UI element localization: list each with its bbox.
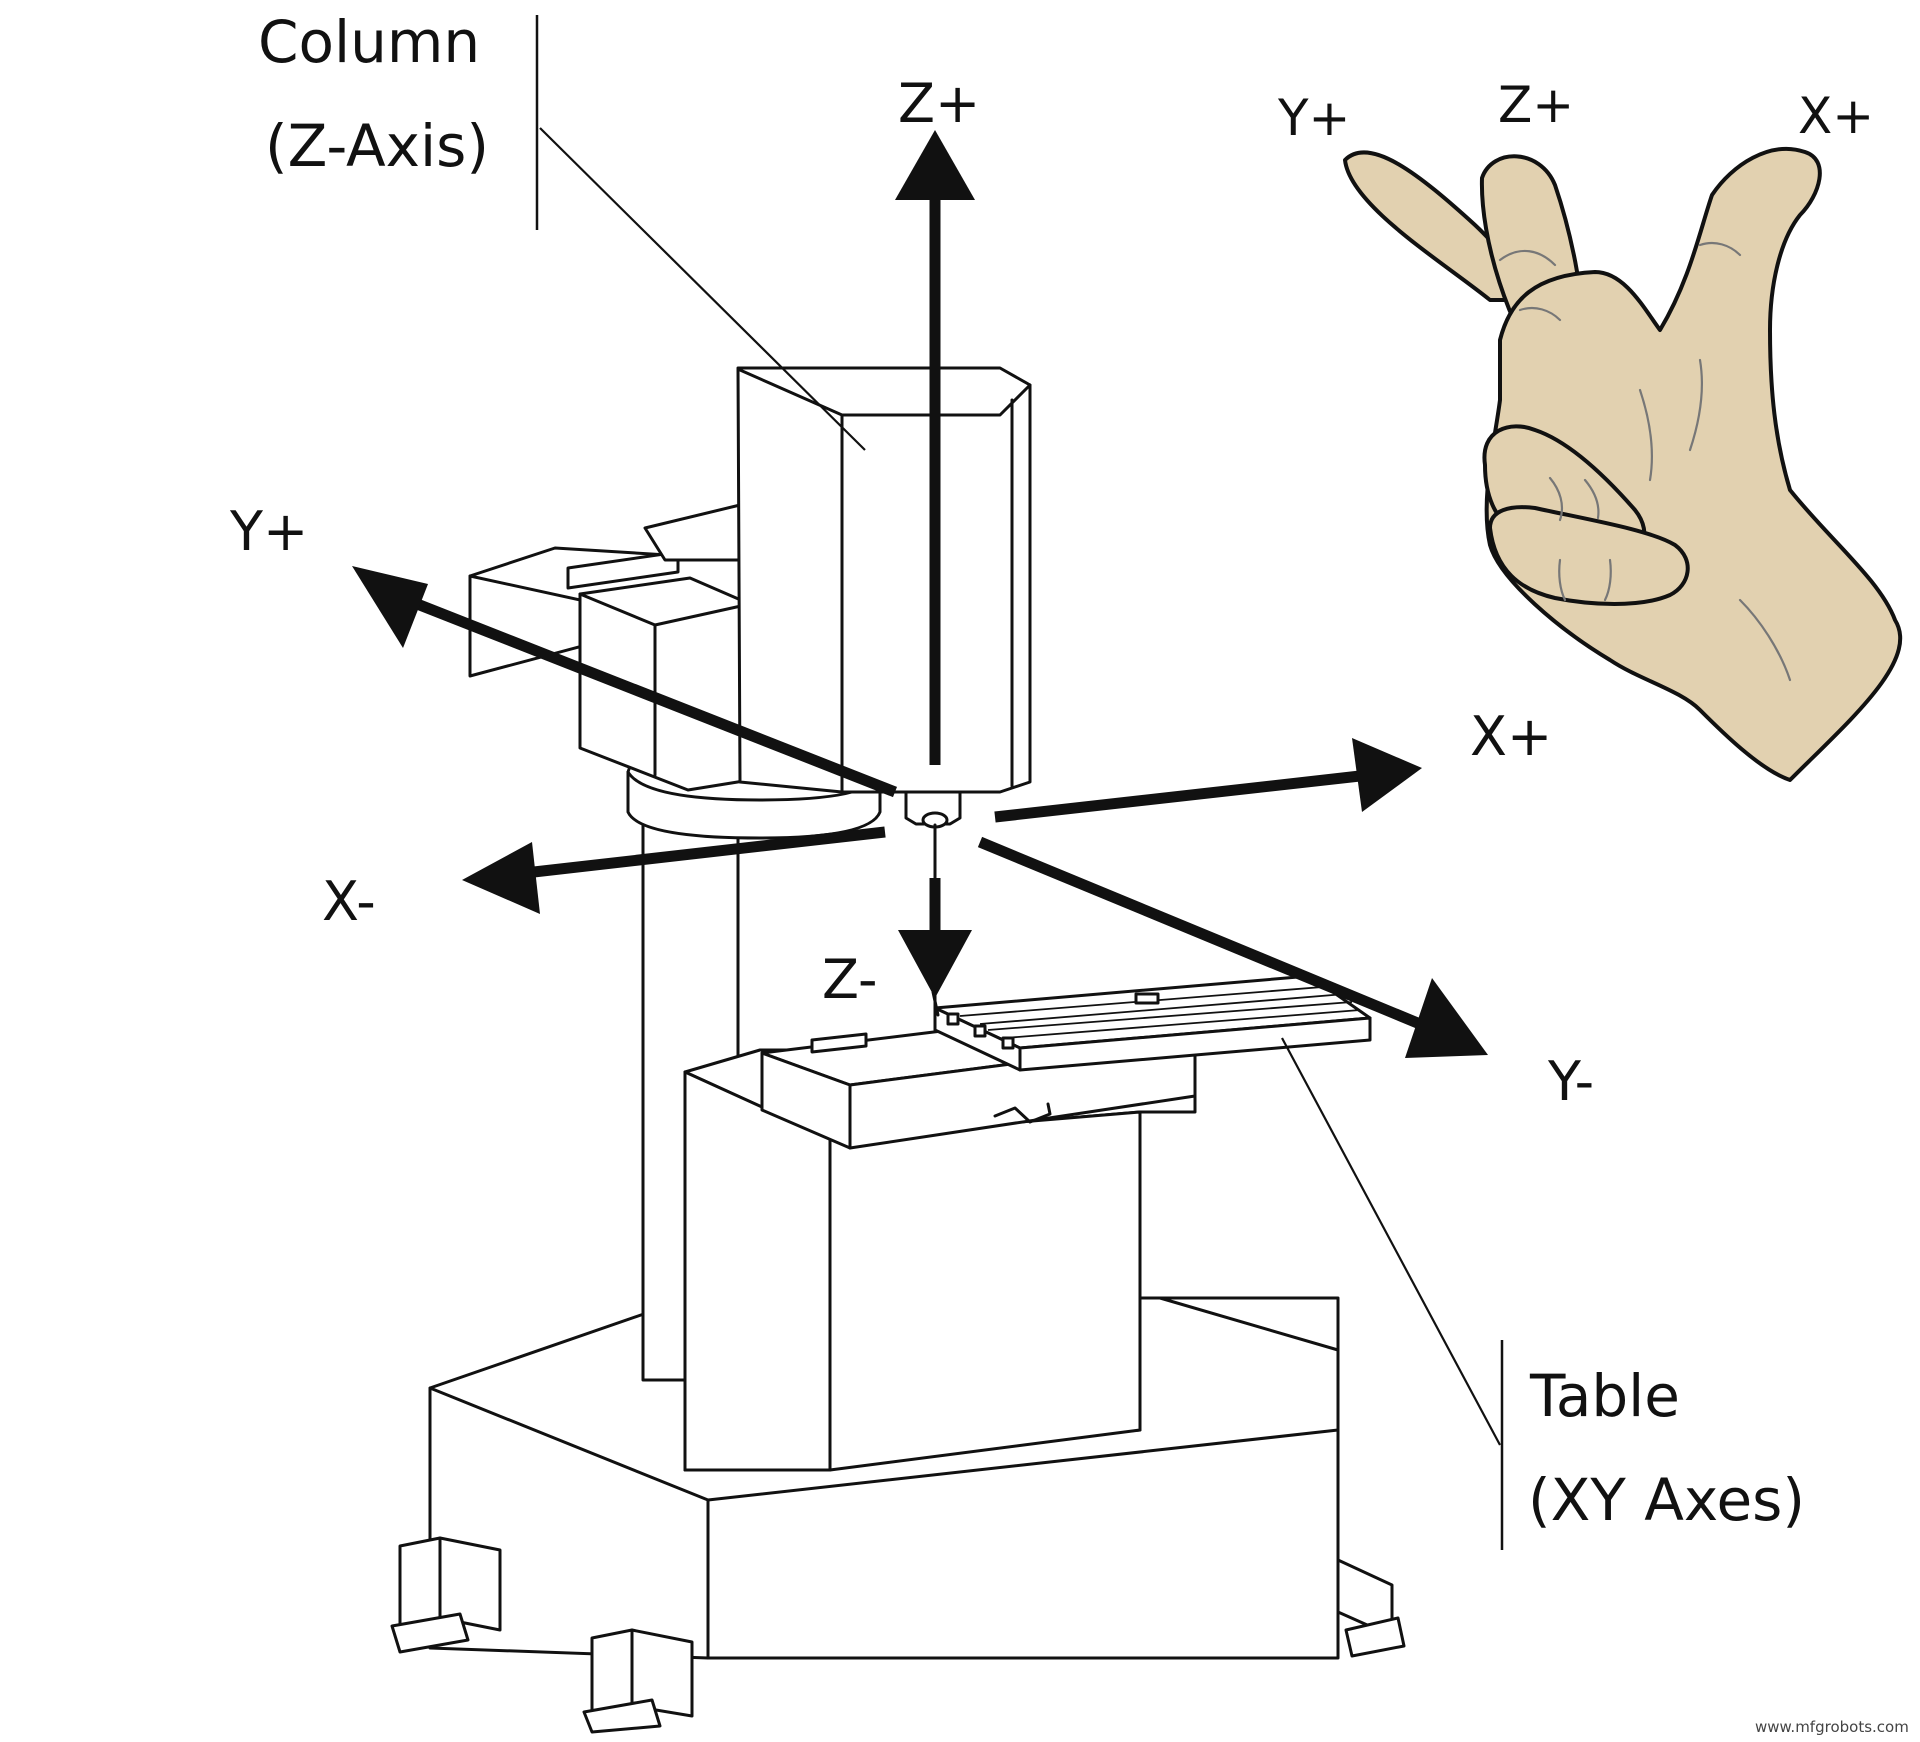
x-minus-arrow <box>462 826 886 914</box>
foot-right <box>1336 1558 1406 1658</box>
watermark: www.mfgrobots.com <box>1755 1718 1909 1736</box>
hand-x-plus-label: X+ <box>1798 87 1874 145</box>
foot-left-back <box>390 1536 502 1654</box>
y-plus-label: Y+ <box>229 500 308 563</box>
machine-knee <box>683 1048 1197 1472</box>
z-plus-label: Z+ <box>898 72 980 135</box>
callout-leaders <box>535 15 1504 1550</box>
table-callout-line2: (XY Axes) <box>1528 1466 1805 1534</box>
z-plus-arrow <box>895 130 975 765</box>
y-plus-arrow <box>352 566 898 798</box>
hand-y-plus-label: Y+ <box>1277 89 1350 147</box>
machine-axis-arrows <box>352 130 1488 1058</box>
column-callout-line2: (Z-Axis) <box>265 112 489 180</box>
right-hand-rule-illustration <box>1343 146 1903 782</box>
hand-icon <box>1343 146 1903 782</box>
milling-machine <box>390 366 1406 1734</box>
machine-spindle-head <box>736 366 1032 1017</box>
foot-left-front <box>582 1628 694 1734</box>
x-plus-arrow <box>994 738 1422 823</box>
y-minus-arrow <box>977 836 1488 1058</box>
x-plus-label: X+ <box>1470 705 1552 768</box>
hand-z-plus-label: Z+ <box>1498 76 1574 134</box>
z-minus-arrow <box>898 878 972 998</box>
z-minus-label: Z- <box>822 948 878 1011</box>
column-callout-line1: Column <box>258 8 480 76</box>
labels: Column (Z-Axis) Table (XY Axes) Z+ Z- Y+… <box>229 8 1909 1736</box>
machine-feet <box>390 1536 1406 1734</box>
table-callout-line1: Table <box>1529 1362 1680 1430</box>
machine-ram <box>468 503 762 792</box>
machine-table <box>933 974 1372 1072</box>
x-minus-label: X- <box>322 870 376 933</box>
y-minus-label: Y- <box>1547 1050 1594 1113</box>
